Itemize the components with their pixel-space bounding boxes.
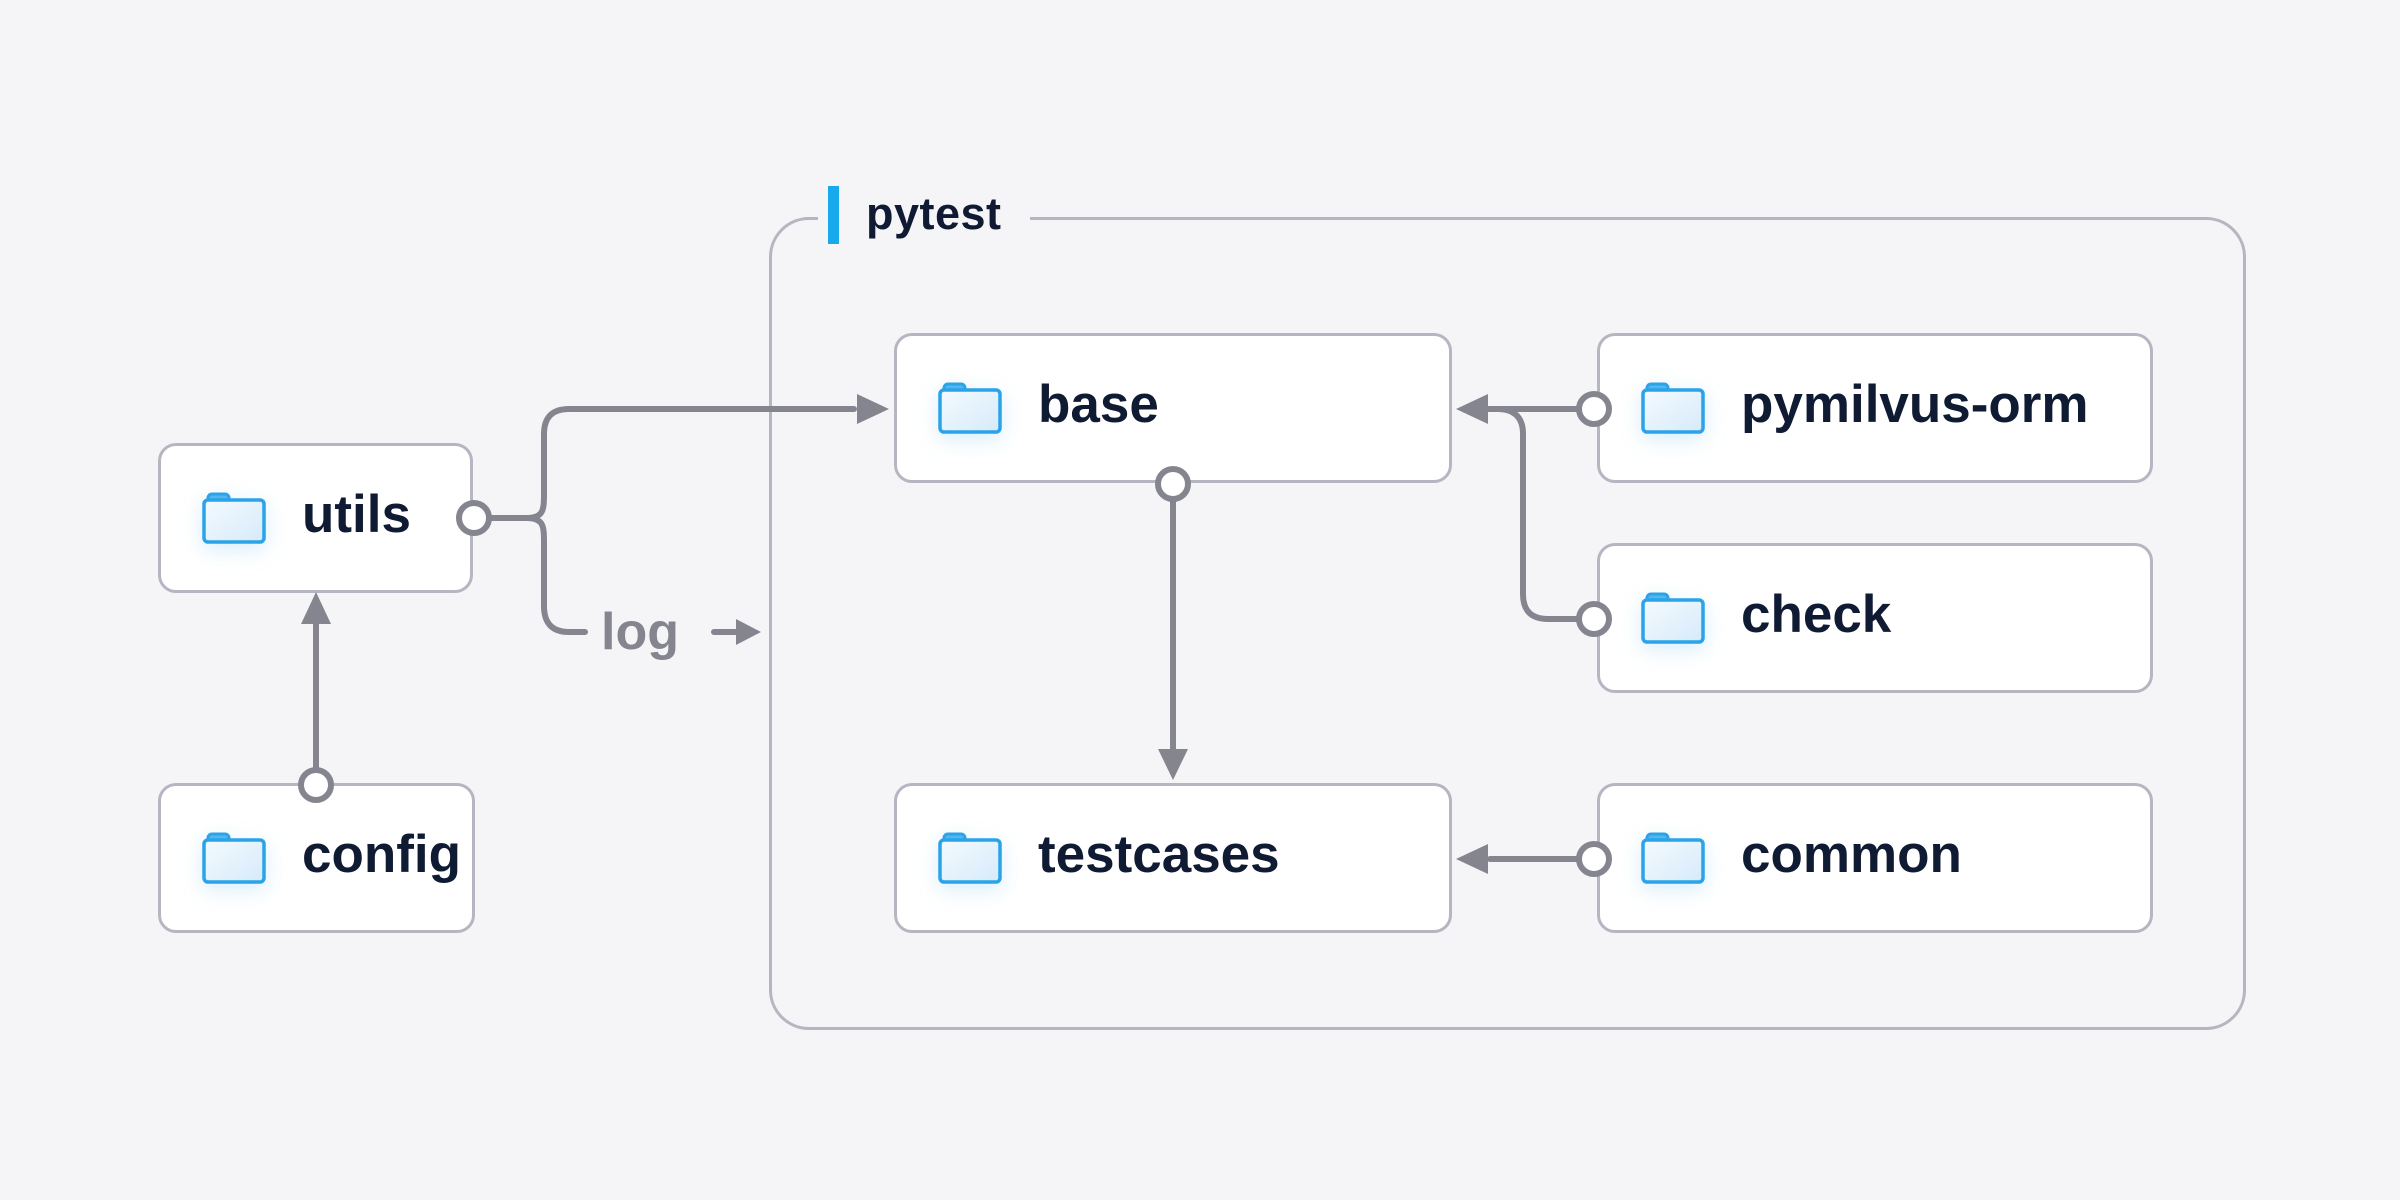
- node-common: common: [1597, 783, 2153, 933]
- node-check: check: [1597, 543, 2153, 693]
- pytest-group-label: pytest: [818, 184, 1030, 246]
- node-label: pymilvus-orm: [1741, 374, 2089, 434]
- log-edge-label: log: [601, 603, 679, 661]
- node-label: common: [1741, 824, 1962, 884]
- folder-icon: [202, 832, 266, 884]
- folder-icon: [1641, 592, 1705, 644]
- arrowhead-log: [736, 619, 761, 645]
- accent-bar-icon: [828, 186, 839, 244]
- node-label: base: [1038, 374, 1159, 434]
- node-config: config: [158, 783, 475, 933]
- folder-icon: [202, 492, 266, 544]
- node-testcases: testcases: [894, 783, 1452, 933]
- node-base: base: [894, 333, 1452, 483]
- folder-icon: [1641, 382, 1705, 434]
- node-label: testcases: [1038, 824, 1280, 884]
- node-label: check: [1741, 584, 1892, 644]
- arrowhead-up-into-utils: [301, 592, 331, 624]
- folder-icon: [938, 832, 1002, 884]
- pytest-group-box: [769, 217, 2246, 1030]
- folder-icon: [938, 382, 1002, 434]
- folder-icon: [1641, 832, 1705, 884]
- node-pymilvus-orm: pymilvus-orm: [1597, 333, 2153, 483]
- node-label: utils: [302, 484, 411, 544]
- node-label: config: [302, 824, 461, 884]
- pytest-group-title: pytest: [866, 187, 1002, 239]
- node-utils: utils: [158, 443, 473, 593]
